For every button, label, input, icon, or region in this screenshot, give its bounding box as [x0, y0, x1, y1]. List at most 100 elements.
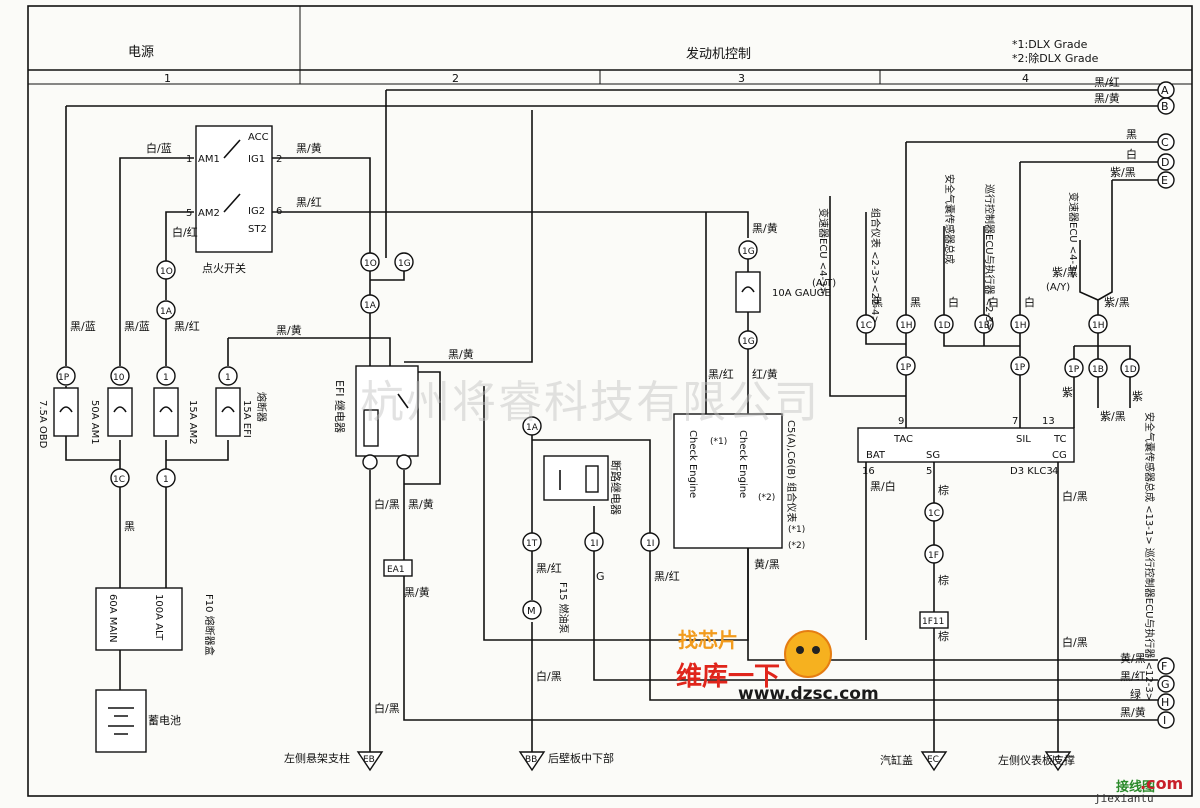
terminal-h: H	[1161, 696, 1169, 709]
wire-hei-3: 黑	[910, 296, 921, 309]
wire-label-b: 黑/黄	[1094, 91, 1120, 105]
wire-hei-hong-2: 黑/红	[174, 320, 200, 333]
ecu-num-7: 7	[1012, 416, 1018, 427]
check-engine-2: Check Engine	[737, 430, 748, 498]
legend-line1: *1:DLX Grade	[1012, 38, 1088, 51]
dzsc-logo: 找芯片 维库一下 www.dzsc.com	[676, 624, 879, 708]
conn-1-am2: 1	[163, 373, 169, 383]
wire-bai-hei-3: 白/黑	[536, 669, 562, 683]
combination-meter: Check Engine Check Engine C5(A),C6(B) 组合…	[673, 413, 805, 551]
fuel-pump-label: F15 燃油泵	[557, 582, 570, 634]
conn-1p-b: 1P	[1014, 363, 1026, 373]
column-4: 4	[1022, 72, 1029, 85]
ground-ec-label: 汽缸盖	[880, 753, 913, 767]
conn-1p-a: 1P	[900, 363, 912, 373]
logo-url: www.dzsc.com	[738, 684, 879, 704]
pin-ig1: IG1	[248, 154, 265, 165]
column-3: 3	[738, 72, 745, 85]
conn-m: M	[527, 606, 536, 617]
column-1: 1	[164, 72, 171, 85]
mascot-icon	[784, 630, 832, 678]
meter-star2: (*2)	[758, 493, 775, 503]
fuse-am1-label: 50A AM1	[89, 400, 100, 445]
wire-zi-1: 紫	[1062, 386, 1073, 399]
ecu-label: D3 KLC3	[1010, 466, 1053, 477]
fusebox-alt: 100A ALT	[153, 594, 164, 641]
pin-num-6: 6	[276, 206, 282, 217]
company-watermark: 杭州将睿科技有限公司	[360, 377, 820, 428]
klc3-ecu: TAC SIL TC BAT SG CG 9 7 13 16 5 4 D3 KL…	[857, 416, 1075, 477]
wire-bai-hei-1: 白/黑	[374, 497, 400, 511]
conn-1a-left: 1A	[160, 307, 173, 317]
wire-hei-huang-6: 黑/黄	[752, 221, 778, 235]
wire-hei-lan-1: 黑/蓝	[70, 320, 96, 333]
pin-num-2: 2	[276, 154, 282, 165]
terminal-d: D	[1161, 156, 1169, 169]
ground-ic-label: 左侧仪表板支撑	[998, 753, 1075, 767]
wire-label-c: 黑	[1126, 128, 1137, 141]
wire-zi-hei-3: 紫/黑	[1052, 266, 1078, 279]
label-airbag-1: 安全气囊传感器总成	[943, 174, 956, 264]
conn-1h-b: 1H	[1014, 321, 1027, 331]
wire-bai-hei-5: 白/黑	[1062, 635, 1088, 649]
wire-label-a: 黑/红	[1094, 76, 1120, 89]
wire-label-d: 白	[1126, 147, 1137, 161]
conn-ea1: EA1	[387, 565, 405, 575]
wire-hei-huang-1: 黑/黄	[296, 141, 322, 155]
wire-zi-hei-1: 紫/黑	[1100, 410, 1126, 423]
terminal-i: I	[1163, 714, 1166, 727]
label-trans-ecu-2: 变速器ECU <4-3>	[1067, 192, 1080, 279]
gauge-fuse-label: 10A GAUGE	[772, 288, 831, 299]
diagram-border	[27, 5, 1193, 797]
conn-1h-c: 1H	[1092, 321, 1105, 331]
wire-hei-1: 黑	[124, 520, 135, 533]
wire-bai-3: 白	[1024, 295, 1035, 309]
conn-1d: 1D	[938, 321, 951, 331]
wire-at: (A/T)	[812, 278, 836, 289]
conn-1i-b: 1I	[646, 539, 654, 549]
conn-1g-c: 1G	[742, 337, 755, 347]
wire-zong-2: 棕	[938, 573, 949, 587]
corner-watermark: 接线图 .com jiexiantu	[1088, 774, 1198, 806]
meter-star1-b: (*1)	[788, 525, 805, 535]
pin-num-5: 5	[186, 208, 192, 219]
wire-hei-huang-3: 黑/黄	[448, 347, 474, 361]
wire-label-e: 紫/黑	[1110, 166, 1136, 179]
conn-1g-b: 1G	[742, 247, 755, 257]
conn-1g-a: 1G	[398, 259, 411, 269]
gauge-fuse: 10A GAUGE	[735, 271, 831, 313]
ecu-sil: SIL	[1016, 434, 1031, 445]
wire-hei-2: 黑	[872, 296, 883, 309]
label-trans-ecu-1: 变速器ECU <4-3>	[817, 208, 830, 295]
wire-ay: (A/Y)	[1046, 282, 1070, 293]
wire-huang-hei-1: 黄/黑	[754, 557, 780, 571]
wire-label-i: 黑/黄	[1120, 705, 1146, 719]
switch-label: 点火开关	[202, 261, 246, 275]
conn-1c-r: 1C	[860, 321, 872, 331]
terminal-e: E	[1161, 174, 1168, 187]
conn-1-efi: 1	[225, 373, 231, 383]
terminal-c: C	[1161, 136, 1169, 149]
wire-zi-hei-2: 紫/黑	[1104, 296, 1130, 309]
conn-1h-a: 1H	[900, 321, 913, 331]
wires	[65, 89, 1158, 752]
ecu-num-9: 9	[898, 416, 904, 427]
wire-g: G	[596, 570, 605, 583]
conn-1a-relay: 1A	[526, 423, 539, 433]
conn-10-b: 1O	[364, 259, 377, 269]
logo-badge: 找芯片	[678, 628, 738, 652]
section-power: 电源	[128, 45, 154, 60]
fusebox-label: F10 熔断器盒	[203, 594, 216, 656]
corner-c: jiexiantu	[1094, 792, 1154, 805]
module-labels: 变速器ECU <4-3> 组合仪表 <2-3><22-4> 安全气囊传感器总成 …	[817, 174, 1156, 701]
conn-10: 10	[113, 373, 125, 383]
conn-1p-c: 1P	[1068, 365, 1080, 375]
label-comb-meter: 组合仪表 <2-3><22-4>	[869, 208, 882, 324]
fuse-box: F10 熔断器盒 60A MAIN 100A ALT	[95, 587, 216, 656]
wire-hei-huang-2: 黑/黄	[276, 323, 302, 337]
wire-bai-hei-4: 白/黑	[1062, 489, 1088, 503]
check-engine-1: Check Engine	[687, 430, 698, 498]
fuse-obd-label: 7.5A OBD	[37, 400, 48, 449]
wire-label-f: 黄/黑	[1120, 651, 1146, 665]
